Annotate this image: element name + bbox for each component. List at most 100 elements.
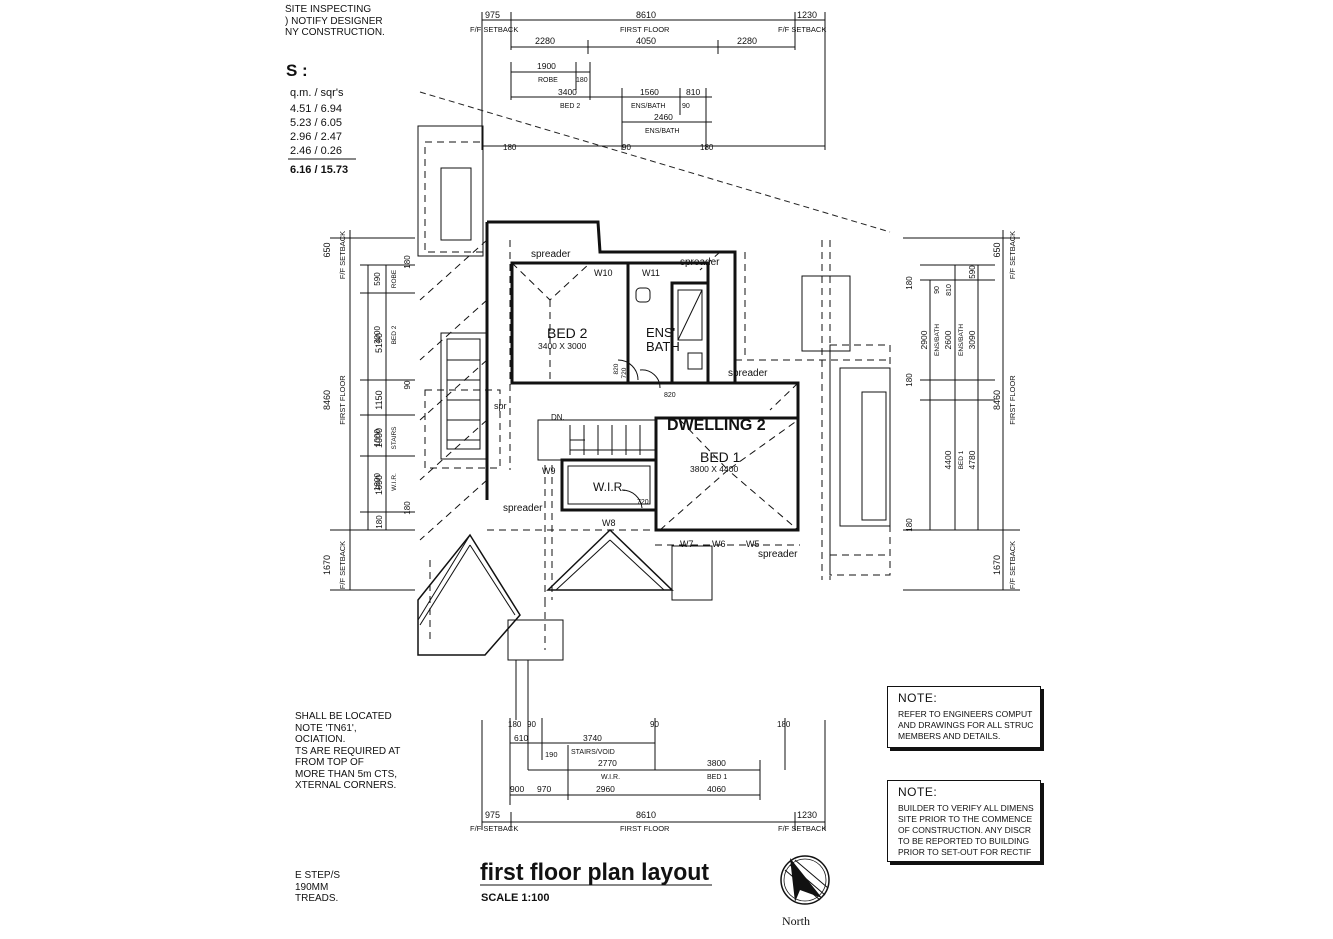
dim-text: 3090 bbox=[967, 330, 977, 349]
window-w8: W8 bbox=[602, 518, 616, 528]
dim-label: F/F SETBACK bbox=[1008, 231, 1017, 279]
dim-text: 4400 bbox=[943, 450, 953, 469]
area-heading: S : bbox=[286, 61, 308, 80]
spreader-label: spreader bbox=[680, 257, 720, 268]
window-w6: W6 bbox=[712, 539, 726, 549]
floor-plan bbox=[417, 125, 891, 720]
area-total: 6.16 / 15.73 bbox=[290, 164, 348, 176]
dim-text: 650 bbox=[992, 242, 1002, 257]
dim-text: 590 bbox=[968, 265, 977, 279]
dim-text: 90 bbox=[527, 720, 536, 729]
dim-text: 8460 bbox=[992, 390, 1002, 410]
dim-text: 3800 bbox=[707, 758, 726, 768]
window-w7: W7 bbox=[680, 539, 694, 549]
dim-text: 970 bbox=[537, 784, 551, 794]
dim-label: FIRST FLOOR bbox=[620, 25, 670, 34]
dim-text: 90 bbox=[650, 720, 659, 729]
dim-label: F/F SETBACK bbox=[1008, 541, 1017, 589]
dim-label: FIRST FLOOR bbox=[620, 824, 670, 833]
drawing-title: first floor plan layout bbox=[480, 859, 709, 886]
dim-text: 180 bbox=[777, 720, 791, 729]
dim-label: F/F SETBACK bbox=[778, 25, 826, 34]
window-w10: W10 bbox=[594, 268, 613, 278]
dim-text: 90 bbox=[934, 286, 941, 294]
north-label: North bbox=[782, 914, 810, 928]
dim-text: 975 bbox=[485, 810, 500, 820]
dim-label: F/F SETBACK bbox=[338, 541, 347, 589]
dim-label: W.I.R. bbox=[601, 774, 620, 781]
dim-text: 810 bbox=[946, 284, 953, 296]
dim-text: 90 bbox=[622, 143, 631, 152]
dim-text: 650 bbox=[322, 242, 332, 257]
dim-text: 1690 bbox=[374, 475, 384, 495]
dim-text: 3400 bbox=[558, 87, 577, 97]
dim-text: 975 bbox=[485, 10, 500, 20]
dim-text: 2460 bbox=[654, 112, 673, 122]
area-row: 5.23 / 6.05 bbox=[290, 117, 342, 129]
step-note: E STEP/S 190MM TREADS. bbox=[295, 870, 341, 904]
dim-label: BED 2 bbox=[560, 103, 580, 110]
left-dimensions: 650 F/F SETBACK 8460 FIRST FLOOR 1670 F/… bbox=[322, 230, 415, 591]
dim-text: 1670 bbox=[322, 555, 332, 575]
area-row: 2.46 / 0.26 bbox=[290, 145, 342, 157]
room-label-bed1: BED 1 bbox=[700, 449, 741, 465]
right-dimensions: 650 F/F SETBACK 8460 FIRST FLOOR 1670 F/… bbox=[903, 230, 1020, 591]
dim-label: FIRST FLOOR bbox=[338, 375, 347, 425]
dim-label: STAIRS bbox=[391, 426, 398, 450]
room-label-ens: ENS' bbox=[646, 325, 675, 340]
window-w11: W11 bbox=[642, 268, 660, 278]
top-dimensions: 975 8610 1230 F/F SETBACK FIRST FLOOR F/… bbox=[470, 10, 826, 152]
dim-text: 180 bbox=[905, 518, 914, 532]
spr-label: spr bbox=[494, 401, 507, 411]
dim-label: STAIRS/VOID bbox=[571, 749, 615, 756]
dim-text: 1600 bbox=[373, 473, 382, 491]
dim-text: 1000 bbox=[373, 429, 382, 447]
dim-label: ENS/BATH bbox=[934, 324, 941, 356]
dim-text: 4780 bbox=[967, 450, 977, 469]
area-row: 2.96 / 2.47 bbox=[290, 131, 342, 143]
door-width: 720 bbox=[637, 499, 649, 506]
dim-text: 4060 bbox=[707, 784, 726, 794]
dim-text: 190 bbox=[545, 750, 558, 759]
dim-label: F/F SETBACK bbox=[470, 824, 518, 833]
door-width: 820 bbox=[613, 363, 620, 374]
dim-text: 1900 bbox=[537, 61, 556, 71]
dim-text: 8610 bbox=[636, 810, 656, 820]
dim-label: BED 1 bbox=[707, 774, 727, 781]
window-w9: W9 bbox=[542, 466, 556, 476]
left-construction-note: SHALL BE LOCATED NOTE 'TN61', OCIATION. … bbox=[295, 711, 401, 791]
dim-text: 180 bbox=[503, 143, 517, 152]
dim-text: 1150 bbox=[374, 390, 384, 409]
note-heading: NOTE: bbox=[898, 691, 938, 705]
dim-text: 4050 bbox=[636, 36, 656, 46]
dim-text: 1560 bbox=[640, 87, 659, 97]
door-width: 720 bbox=[621, 367, 628, 378]
dim-text: 180 bbox=[700, 143, 714, 152]
dim-text: 2960 bbox=[596, 784, 615, 794]
dim-text: 180 bbox=[905, 373, 914, 387]
spreader-label: spreader bbox=[728, 368, 768, 379]
dim-text: 2900 bbox=[919, 330, 929, 349]
room-size-bed1: 3800 X 4400 bbox=[690, 464, 738, 474]
note-heading: NOTE: bbox=[898, 785, 938, 799]
bottom-dimensions: 180 90 90 180 610 3740 190 STAIRS/VOID 2… bbox=[470, 718, 826, 833]
dim-text: 2280 bbox=[535, 36, 555, 46]
window-w5: W5 bbox=[746, 539, 760, 549]
spreader-label: spreader bbox=[758, 549, 798, 560]
dim-text: 8610 bbox=[636, 10, 656, 20]
dim-text: 900 bbox=[510, 784, 524, 794]
dim-label: F/F SETBACK bbox=[470, 25, 518, 34]
note-body: BUILDER TO VERIFY ALL DIMENS SITE PRIOR … bbox=[898, 803, 1034, 857]
dim-label: BED 2 bbox=[391, 325, 398, 344]
title-block: first floor plan layout SCALE 1:100 Nort… bbox=[480, 855, 830, 928]
dim-text: 180 bbox=[576, 77, 588, 84]
dim-text: 1670 bbox=[992, 555, 1002, 575]
area-unit-header: q.m. / sqr's bbox=[290, 87, 344, 99]
dim-text: 2280 bbox=[737, 36, 757, 46]
note-body: REFER TO ENGINEERS COMPUT AND DRAWINGS F… bbox=[898, 709, 1034, 741]
dim-text: 180 bbox=[508, 720, 522, 729]
engineer-note-box: NOTE: REFER TO ENGINEERS COMPUT AND DRAW… bbox=[887, 686, 1041, 748]
drawing-scale: SCALE 1:100 bbox=[481, 892, 549, 904]
dim-label: BED 1 bbox=[958, 450, 965, 469]
